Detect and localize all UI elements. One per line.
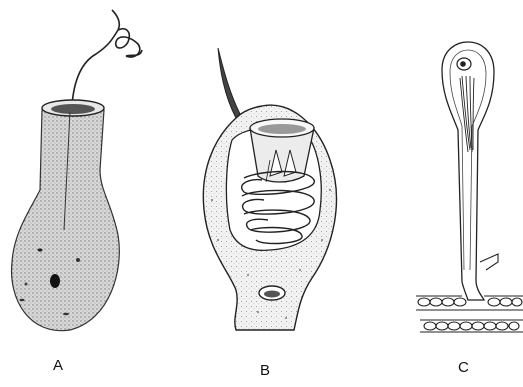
figure-c-cell xyxy=(442,42,494,300)
figure-a-nucleus xyxy=(50,274,60,288)
figure-c-lower-layer xyxy=(424,322,519,330)
figure-b-cnidocil xyxy=(218,48,240,118)
figure-a-capsule xyxy=(12,106,120,331)
figure-b-label: B xyxy=(260,362,271,379)
figure-a xyxy=(12,10,142,331)
figure-c xyxy=(416,42,523,332)
figure-a-thread xyxy=(72,10,142,105)
figure-c-label: C xyxy=(458,359,469,376)
figure-b xyxy=(203,48,336,330)
figure-a-label: A xyxy=(53,357,64,374)
